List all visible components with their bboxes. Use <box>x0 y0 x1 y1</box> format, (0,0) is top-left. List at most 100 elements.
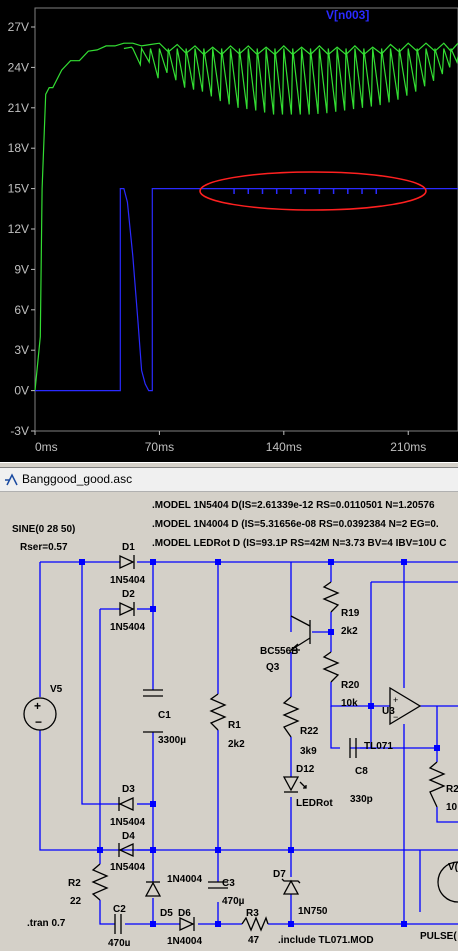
svg-text:R3: R3 <box>246 908 259 919</box>
diode-d4[interactable]: D4 1N5404 <box>110 831 145 873</box>
svg-text:−: − <box>35 715 42 729</box>
diode-d2[interactable]: D2 1N5404 <box>110 589 145 633</box>
svg-text:C2: C2 <box>113 904 126 915</box>
svg-text:D7: D7 <box>273 869 286 880</box>
capacitor-c8[interactable]: C8 330p <box>349 738 373 805</box>
x-tick-label: 0ms <box>35 440 58 454</box>
zener-d7[interactable]: D7 1N750 <box>273 869 328 917</box>
y-tick-label: 27V <box>8 20 29 34</box>
model-directive-1n4004[interactable]: .MODEL 1N4004 D (IS=5.31656e-08 RS=0.039… <box>152 519 439 530</box>
svg-text:−: − <box>393 712 398 722</box>
svg-text:R2: R2 <box>68 878 81 889</box>
x-tick-label: 210ms <box>390 440 426 454</box>
schematic-drawing[interactable]: .MODEL 1N5404 D(IS=2.61339e-12 RS=0.0110… <box>0 492 458 949</box>
svg-text:470µ: 470µ <box>108 938 131 946</box>
schematic-canvas[interactable]: .MODEL 1N5404 D(IS=2.61339e-12 RS=0.0110… <box>0 492 458 949</box>
plot-frame <box>34 7 458 432</box>
diode-d3[interactable]: D3 1N5404 <box>110 784 145 828</box>
x-axis: 0ms 70ms 140ms 210ms <box>34 431 426 454</box>
series-layer <box>34 42 458 392</box>
schematic-titlebar[interactable]: Banggood_good.asc <box>0 468 458 492</box>
svg-text:2k2: 2k2 <box>341 626 358 637</box>
svg-text:C1: C1 <box>158 710 171 721</box>
svg-text:+: + <box>393 695 398 705</box>
schematic-icon <box>5 473 18 486</box>
opamp-u3[interactable]: + − U3 TL071 <box>364 686 422 752</box>
svg-text:330p: 330p <box>350 794 373 805</box>
resistor-r2[interactable]: R2 22 <box>68 863 109 907</box>
pane-divider[interactable] <box>0 462 458 468</box>
svg-text:1N5404: 1N5404 <box>110 862 145 873</box>
svg-text:47: 47 <box>248 935 260 946</box>
capacitor-c2[interactable]: C2 470µ <box>108 904 131 949</box>
svg-text:D1: D1 <box>122 542 135 553</box>
svg-text:Q3: Q3 <box>266 662 280 673</box>
svg-text:R22: R22 <box>300 726 319 737</box>
svg-text:22: 22 <box>70 896 82 907</box>
series-line-0 <box>34 42 458 391</box>
voltage-source-v5[interactable]: + − V5 <box>23 684 63 731</box>
capacitor-c3[interactable]: C3 470µ <box>208 878 245 907</box>
svg-text:2k2: 2k2 <box>228 739 245 750</box>
transistor-q3[interactable]: BC556B Q3 <box>260 615 311 673</box>
svg-text:R1: R1 <box>228 720 241 731</box>
model-directive-1n5404[interactable]: .MODEL 1N5404 D(IS=2.61339e-12 RS=0.0110… <box>152 500 435 511</box>
resistor-r22[interactable]: R22 3k9 <box>282 696 319 757</box>
svg-text:R20: R20 <box>341 680 360 691</box>
led-d12[interactable]: D12 LEDRot <box>282 764 333 809</box>
svg-text:R2: R2 <box>446 784 458 795</box>
diode-d6[interactable]: D6 1N4004 <box>167 908 202 947</box>
resistor-r1[interactable]: R1 2k2 <box>209 693 245 750</box>
svg-text:1N750: 1N750 <box>298 906 328 917</box>
svg-text:LEDRot: LEDRot <box>296 798 333 809</box>
svg-text:10k: 10k <box>341 698 358 709</box>
svg-text:1N5404: 1N5404 <box>110 817 145 828</box>
svg-text:10: 10 <box>446 802 458 813</box>
svg-text:470µ: 470µ <box>222 896 245 907</box>
source-params[interactable]: SINE(0 28 50) <box>12 524 75 535</box>
diode-d5[interactable]: D5 1N4004 <box>144 874 202 919</box>
svg-text:D12: D12 <box>296 764 315 775</box>
diode-d1[interactable]: D1 1N5404 <box>110 542 145 586</box>
resistor-r19[interactable]: R19 2k2 <box>322 581 360 637</box>
resistor-r20[interactable]: R20 10k <box>322 651 360 709</box>
x-tick-label: 70ms <box>145 440 174 454</box>
pulse-label[interactable]: PULSE( <box>420 931 457 942</box>
svg-text:D5: D5 <box>160 908 173 919</box>
trace-label[interactable]: V[n003] <box>326 8 369 22</box>
svg-text:V(: V( <box>448 862 458 873</box>
resistor-r3[interactable]: R3 47 <box>241 908 269 946</box>
include-directive[interactable]: .include TL071.MOD <box>278 935 374 946</box>
svg-text:C8: C8 <box>355 766 368 777</box>
capacitor-c1[interactable]: C1 3300µ <box>143 689 186 746</box>
svg-text:1N4004: 1N4004 <box>167 936 202 946</box>
svg-text:3k9: 3k9 <box>300 746 317 757</box>
svg-text:1N5404: 1N5404 <box>110 622 145 633</box>
svg-text:TL071: TL071 <box>364 741 393 752</box>
v5-label: V5 <box>50 684 63 695</box>
series-line-1 <box>123 46 458 115</box>
junctions <box>79 559 440 927</box>
y-tick-label: 12V <box>8 222 29 236</box>
voltage-source-right[interactable]: V( <box>437 861 458 903</box>
svg-text:3300µ: 3300µ <box>158 735 186 746</box>
y-tick-label: 3V <box>14 343 29 357</box>
source-rser[interactable]: Rser=0.57 <box>20 542 68 553</box>
resistor-r2x[interactable]: R2 10 <box>428 761 458 813</box>
model-directive-ledrot[interactable]: .MODEL LEDRot D (IS=93.1P RS=42M N=3.73 … <box>152 538 446 549</box>
svg-text:U3: U3 <box>382 706 395 717</box>
y-tick-label: 18V <box>8 141 29 155</box>
svg-text:D2: D2 <box>122 589 135 600</box>
y-tick-label: 9V <box>14 262 29 276</box>
svg-text:D4: D4 <box>122 831 135 842</box>
wires <box>39 561 458 925</box>
y-tick-label: 24V <box>8 60 29 74</box>
svg-text:D3: D3 <box>122 784 135 795</box>
series-line-2 <box>35 188 458 392</box>
svg-text:1N5404: 1N5404 <box>110 575 145 586</box>
tran-directive[interactable]: .tran 0.7 <box>27 918 66 929</box>
x-tick-label: 140ms <box>266 440 302 454</box>
